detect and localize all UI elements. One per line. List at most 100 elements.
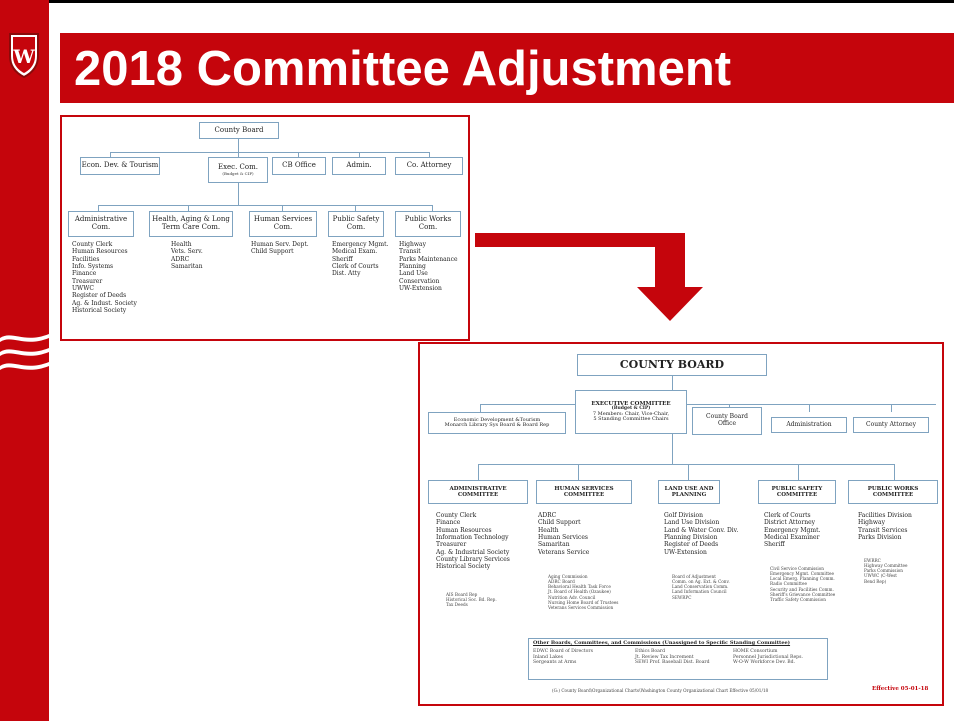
list-item: Sheriff (332, 255, 353, 263)
list-item: Treasurer (436, 541, 467, 549)
list-item: ADRC (538, 512, 557, 519)
list-item: Human Resources (436, 526, 492, 534)
list-item: Ethics Board (635, 649, 666, 654)
list-item: EDWC Board of Directors (533, 649, 593, 654)
list-item: Treasurer (72, 277, 103, 285)
list-item: Behavioral Health Task Force (548, 584, 611, 590)
list-item: Finance (436, 519, 461, 527)
old-committee-box: Public Safety Com. (328, 211, 384, 237)
list-item: Nursing Home Board of Trustees (548, 599, 619, 605)
list-item: Parks Maintenance (399, 255, 458, 263)
list-item: UWWC (72, 284, 94, 292)
list-item: Human Resources (72, 248, 128, 256)
list-item: Parks Commission (864, 568, 904, 574)
old-org-chart: County Board Econ. Dev. & Tourism Exec. … (60, 115, 470, 341)
list-item: Board of Adjustment (672, 574, 716, 579)
old-county-board-box: County Board (199, 122, 279, 139)
list-item: Sheriff (764, 541, 785, 549)
list-item: Civil Service Commission (770, 566, 824, 571)
list-item: Health (538, 526, 559, 534)
other-boards-box: Other Boards, Committees, and Commission… (528, 638, 828, 680)
new-exec-committee-box: EXECUTIVE COMMITTEE (Budget & CIP) 7 Mem… (575, 390, 687, 434)
list-item: Transit (399, 248, 421, 256)
old-exec-com-box: Exec. Com.(Budget & CIP) (208, 157, 268, 183)
new-org-chart: COUNTY BOARD EXECUTIVE COMMITTEE (Budget… (418, 342, 944, 706)
list-item: Child Support (251, 248, 294, 256)
new-county-attorney-box: County Attorney (853, 417, 929, 433)
list-item: Human Services (538, 533, 588, 541)
list-item: Emergency Mgmt. (764, 526, 821, 534)
title-band: 2018 Committee Adjustment (60, 33, 954, 103)
old-committee-box: Administrative Com. (68, 211, 134, 237)
list-item: W-O-W Workforce Dev. Bd. (733, 660, 796, 666)
list-item: Historical Society (436, 563, 491, 571)
list-item: Land Use (399, 270, 428, 278)
list-item: Medical Exam. (332, 248, 378, 256)
top-border-line (49, 0, 954, 3)
list-item: Historical Soc. Bd. Rep. (446, 597, 497, 603)
list-item: AIS Board Rep (446, 592, 478, 597)
crest-letter: W (12, 46, 35, 68)
old-committee-box: Human Services Com. (249, 211, 317, 237)
list-item: Nutrition Adv. Council (548, 594, 596, 600)
list-item: Conservation (399, 277, 440, 285)
new-cb-office-box: County Board Office (692, 407, 762, 435)
list-item: Dist. Atty (332, 270, 361, 278)
list-item: Jt. Board of Health (Ozaukee) (548, 589, 611, 595)
list-item: Highway Committee (864, 563, 908, 569)
wave-stripe-icon (0, 348, 49, 356)
list-item: Land Use Division (664, 519, 720, 527)
list-item: Aging Commission (548, 574, 588, 579)
list-item: HOME Consortium (733, 649, 778, 654)
list-item: County Clerk (436, 512, 477, 519)
list-item: Register of Deeds (72, 292, 127, 300)
list-item: Historical Society (72, 306, 127, 314)
list-item: Tax Deeds (446, 602, 468, 608)
chart-footer-path: (G:) County Board\Organizational Charts\… (552, 688, 769, 693)
list-item: Human Serv. Dept. (251, 241, 309, 248)
old-admin-box: Admin. (332, 157, 386, 175)
list-item: Land & Water Conv. Div. (664, 526, 739, 534)
list-item: District Attorney (764, 519, 816, 527)
new-administration-box: Administration (771, 417, 847, 433)
transition-arrow-icon (475, 233, 703, 321)
list-item: Local Emerg. Planning Comm. (770, 576, 835, 582)
crest-logo-icon: W (9, 33, 39, 78)
wave-stripe-icon (0, 334, 49, 342)
list-item: Comm. on Ag. Ext. & Conv. (672, 579, 730, 585)
list-item: Bend Rep) (864, 578, 887, 584)
list-item: Clerk of Courts (332, 262, 379, 270)
list-item: ADRC Board (548, 579, 575, 585)
list-item: Land Conservation Comm. (672, 584, 729, 590)
list-item: Jt. Review Tax Increment (635, 654, 694, 660)
list-item: Veterans Service (538, 548, 590, 556)
list-item: Highway (858, 519, 885, 527)
list-item: Samaritan (171, 262, 203, 270)
old-attorney-box: Co. Attorney (395, 157, 463, 175)
old-econ-dev-box: Econ. Dev. & Tourism (80, 157, 160, 175)
list-item: Info. Systems (72, 262, 114, 270)
list-item: Planning Division (664, 533, 718, 541)
list-item: Information Technology (436, 533, 509, 541)
list-item: Highway (399, 241, 426, 248)
list-item: Clerk of Courts (764, 512, 811, 519)
list-item: Security and Facilities Comm. (770, 586, 834, 592)
list-item: SEWRPC (672, 594, 692, 600)
new-county-board-box: COUNTY BOARD (577, 354, 767, 376)
list-item: SEWI Prof. Baseball Dist. Board (635, 660, 710, 666)
list-item: Finance (72, 270, 97, 278)
slide-title: 2018 Committee Adjustment (74, 42, 732, 96)
list-item: Health (171, 241, 192, 248)
list-item: Ag. & Indust. Society (72, 299, 137, 307)
